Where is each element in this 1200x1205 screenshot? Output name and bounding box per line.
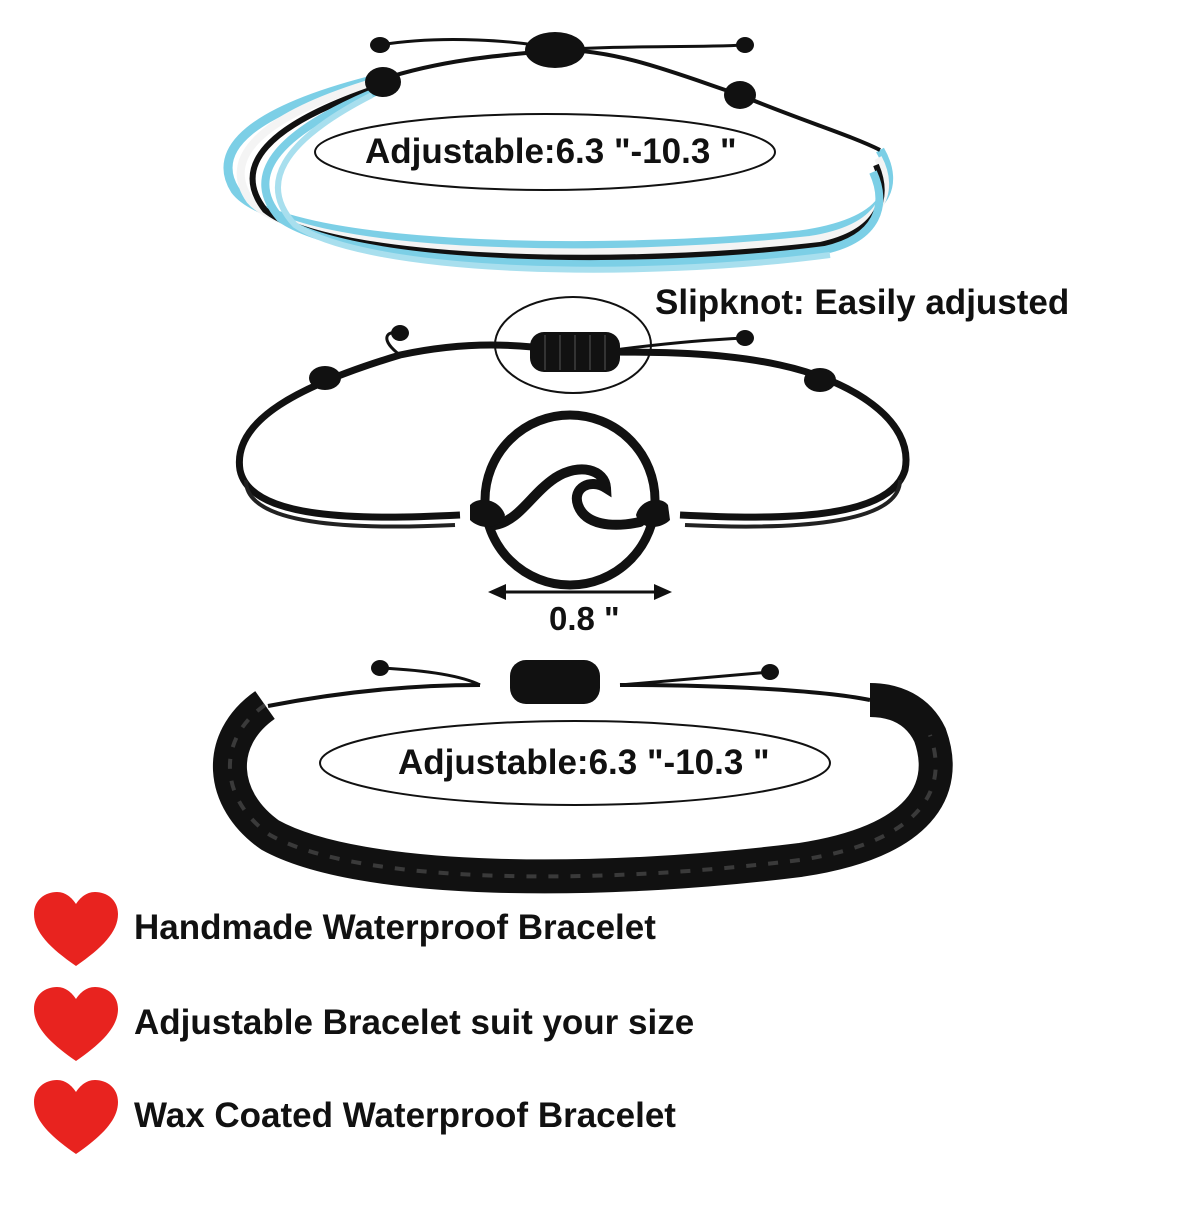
bottom-bracelet — [213, 660, 953, 894]
charm-size-label: 0.8 " — [549, 600, 620, 637]
slipknot-label: Slipknot: Easily adjusted — [655, 283, 1070, 322]
feature-item: Handmade Waterproof Bracelet — [30, 890, 830, 970]
heart-icon — [34, 1080, 118, 1154]
middle-bracelet — [235, 296, 910, 600]
adjustable-range-label-top: Adjustable:6.3 "-10.3 " — [365, 132, 737, 171]
feature-text: Wax Coated Waterproof Bracelet — [134, 1096, 676, 1135]
adjustable-range-label-bottom: Adjustable:6.3 "-10.3 " — [398, 743, 770, 782]
feature-text: Adjustable Bracelet suit your size — [134, 1003, 695, 1042]
feature-item: Wax Coated Waterproof Bracelet — [30, 1078, 830, 1158]
heart-icon — [34, 892, 118, 966]
heart-icon — [34, 987, 118, 1061]
feature-text: Handmade Waterproof Bracelet — [134, 908, 656, 947]
feature-item: Adjustable Bracelet suit your size — [30, 985, 830, 1065]
top-bracelet — [223, 32, 894, 273]
